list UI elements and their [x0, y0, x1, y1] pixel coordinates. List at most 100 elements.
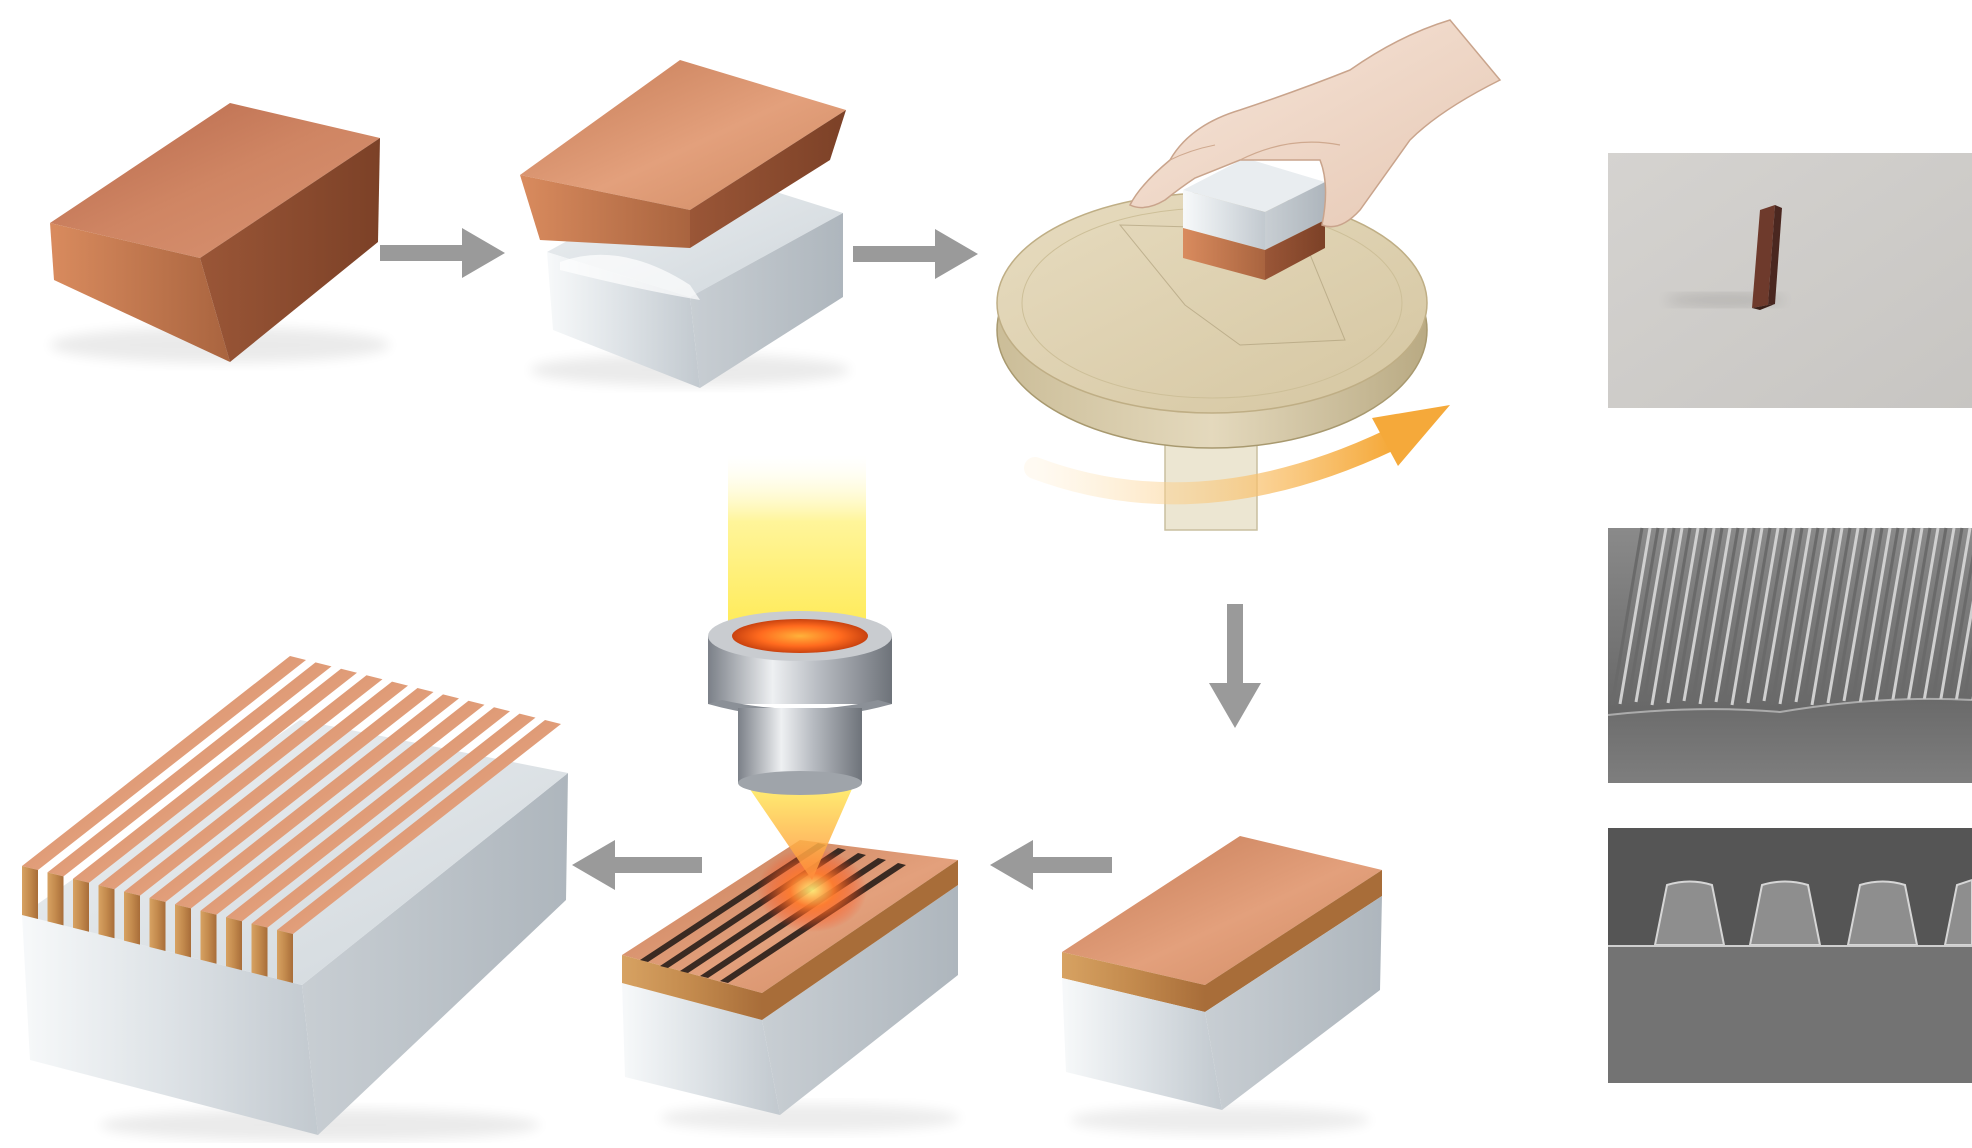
polish-sample-glass-side	[1265, 182, 1325, 250]
sem-ridge-line	[1842, 527, 1876, 702]
sem-ridge-line	[1786, 527, 1820, 704]
laser-nozzle-icon	[708, 611, 892, 795]
sem-ridge-line	[1642, 527, 1676, 702]
grating-ridge-front	[98, 885, 115, 939]
arrow-left-2	[572, 840, 702, 890]
thin-copper-side	[1205, 870, 1382, 1012]
sem-ridges	[1610, 527, 1972, 706]
grating-ridges	[22, 656, 561, 983]
arrow-left-1	[990, 840, 1112, 890]
grating-ridge-front	[22, 866, 38, 919]
sem-ridge-line	[1874, 527, 1908, 703]
sem-ridge-line	[1722, 527, 1756, 702]
sem-ridge-line	[1946, 554, 1972, 704]
sem-ridge-line	[1666, 527, 1700, 704]
sem-ridge-line	[1930, 527, 1964, 706]
sem-ridge-line	[1890, 527, 1924, 706]
sem-ridge-line	[1794, 527, 1828, 703]
sem-ridge-line	[1770, 527, 1804, 706]
grating-ridge-top	[73, 668, 357, 883]
sem-ridge-line	[1682, 527, 1716, 702]
sem-ridge-line	[1850, 527, 1884, 706]
sem-ridge-line	[1802, 527, 1836, 702]
grating-ridge-top	[98, 675, 383, 890]
grating-ridge-top	[149, 688, 434, 902]
grating-ridge-front	[277, 930, 293, 983]
sem-ridge-line	[1762, 527, 1796, 702]
sem-ridge-line	[1906, 527, 1940, 704]
arrow-down-1	[1209, 604, 1261, 728]
sem-ridge-line	[1898, 527, 1932, 705]
hand-icon	[1128, 19, 1502, 228]
grating-ridge-top	[47, 662, 332, 877]
step-polish-on-rotating-pad	[996, 19, 1502, 531]
arrow-right-2	[853, 229, 978, 279]
sem-ridge-line	[1706, 527, 1740, 704]
polish-sample-copper-front	[1183, 228, 1265, 280]
sem-ridge-line	[1810, 527, 1844, 706]
copper-block-top	[50, 103, 380, 258]
sem-ridge-line	[1738, 527, 1772, 705]
polish-sample-glass-front	[1183, 190, 1265, 250]
sem-ridge-line	[1658, 527, 1692, 705]
copper-block-side	[200, 138, 380, 362]
thin-copper-front	[1062, 952, 1205, 1012]
sem-ridge-line	[1650, 527, 1684, 706]
thin-glass-front	[1062, 978, 1222, 1110]
laser-copper-side	[762, 860, 958, 1020]
photo-sem-cross-section	[1608, 828, 1972, 1083]
grating-ridge-top	[22, 656, 306, 870]
grating-ridge-front	[200, 910, 217, 964]
grating-glass-side	[302, 773, 568, 1135]
laser-hot-spot	[757, 848, 867, 932]
sem-ridge-line	[1618, 527, 1652, 705]
step-copper-block	[50, 103, 390, 363]
standing-sample-chip	[1752, 205, 1775, 308]
sem-ridge-line	[1698, 527, 1732, 705]
laser-glass-front	[622, 983, 780, 1115]
polish-sample-copper-side	[1265, 220, 1325, 280]
glass-block-side	[690, 213, 843, 388]
grating-ridge-front	[251, 923, 268, 977]
grating-ridge-front	[175, 904, 191, 958]
sem-ridge-line	[1626, 527, 1660, 704]
sem-ridge-line	[1746, 527, 1780, 704]
grating-ridge-top	[226, 707, 510, 922]
grating-ridge-front	[226, 917, 242, 971]
grating-ridge-top	[175, 694, 459, 909]
sem-ridge-line	[1954, 600, 1972, 703]
sem-ridge-line	[1690, 527, 1724, 706]
sem-ridge-line	[1962, 646, 1972, 702]
sem-ridge-line	[1818, 527, 1852, 705]
step-finished-grating	[22, 656, 568, 1141]
polish-sample-glass-top	[1183, 158, 1325, 212]
sem-ridge-line	[1714, 527, 1748, 703]
sem-ridge-line	[1754, 527, 1788, 703]
step-bond-copper-to-glass	[520, 60, 850, 388]
sem-ridge-line	[1858, 527, 1892, 705]
sem-ridge-line	[1834, 527, 1868, 703]
step-laser-cut-grooves	[622, 455, 960, 1132]
glass-block-front	[547, 252, 700, 388]
photo-standing-sample	[1608, 153, 1972, 408]
sem-ridge-line	[1882, 527, 1916, 702]
grating-ridge-top	[251, 713, 536, 928]
grating-ridge-front	[47, 872, 64, 926]
laser-cone	[745, 782, 855, 880]
sem-ridge-line	[1778, 527, 1812, 705]
arrow-right-1	[380, 228, 505, 278]
grating-ridge-front	[73, 878, 89, 932]
sem-ridge-line	[1922, 527, 1956, 702]
sem-ridge-line	[1610, 527, 1644, 706]
step-thinned-copper-on-glass	[1062, 836, 1382, 1134]
laser-glass-side	[762, 885, 958, 1115]
sem-cross-section-ridges	[1653, 878, 1972, 946]
sem-ridge-line	[1866, 527, 1900, 704]
sem-ridge-line	[1826, 527, 1860, 704]
grating-ridge-top	[200, 700, 485, 915]
sem-ridge-line	[1938, 527, 1972, 705]
rotation-arrow-icon	[1024, 405, 1450, 505]
sem-ridge-line	[1634, 527, 1668, 703]
sem-ridge-line	[1730, 527, 1764, 706]
